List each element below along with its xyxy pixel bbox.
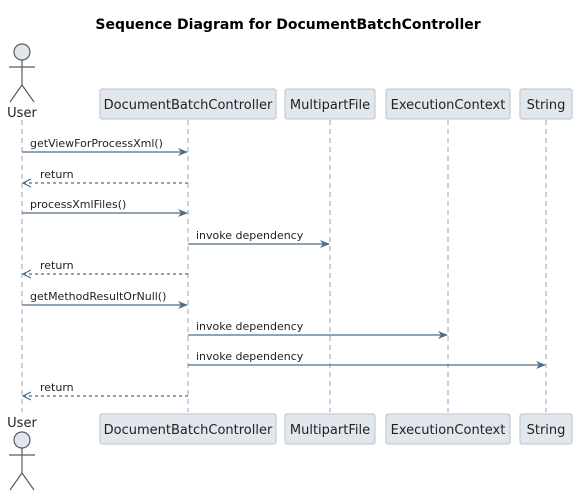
participant-label: ExecutionContext xyxy=(391,423,506,438)
reply-message: return xyxy=(21,259,188,279)
actor-label: User xyxy=(7,106,37,121)
participant-execution-top: ExecutionContext xyxy=(385,88,511,120)
reply-arrowhead xyxy=(21,178,32,188)
participant-heads: DocumentBatchControllerDocumentBatchCont… xyxy=(7,43,573,491)
reply-message: return xyxy=(21,381,188,401)
participant-box xyxy=(519,88,573,120)
call-arrowhead xyxy=(178,301,188,309)
actor-user-top: User xyxy=(7,43,37,121)
call-message: invoke dependency xyxy=(188,229,330,248)
participant-label: DocumentBatchController xyxy=(104,423,273,438)
participant-box xyxy=(284,413,376,445)
user-actor-icon xyxy=(9,431,35,491)
participant-label: DocumentBatchController xyxy=(104,98,273,113)
participant-multipart-bottom: MultipartFile xyxy=(284,413,376,445)
reply-arrowhead xyxy=(21,391,32,401)
message-label: invoke dependency xyxy=(196,320,304,333)
message-label: return xyxy=(40,168,74,181)
participant-label: MultipartFile xyxy=(290,423,370,438)
participant-box xyxy=(284,88,376,120)
reply-message: return xyxy=(21,168,188,188)
call-message: getMethodResultOrNull() xyxy=(22,290,188,309)
message-label: getMethodResultOrNull() xyxy=(30,290,166,303)
message-label: return xyxy=(40,381,74,394)
participant-label: MultipartFile xyxy=(290,98,370,113)
message-label: invoke dependency xyxy=(196,229,304,242)
actor-user-bottom: User xyxy=(7,416,37,491)
call-arrowhead xyxy=(320,240,330,248)
call-arrowhead xyxy=(178,209,188,217)
message-label: return xyxy=(40,259,74,272)
participant-execution-bottom: ExecutionContext xyxy=(385,413,511,445)
message-label: invoke dependency xyxy=(196,350,304,363)
call-arrowhead xyxy=(178,148,188,156)
participant-string-bottom: String xyxy=(519,413,573,445)
user-actor-icon xyxy=(9,43,35,103)
message-label: processXmlFiles() xyxy=(30,198,126,211)
call-message: getViewForProcessXml() xyxy=(22,137,188,156)
participant-box xyxy=(385,88,511,120)
participant-label: String xyxy=(527,98,566,113)
participant-box xyxy=(99,413,277,445)
participant-multipart-top: MultipartFile xyxy=(284,88,376,120)
participant-controller-top: DocumentBatchController xyxy=(99,88,277,120)
call-arrowhead xyxy=(536,361,546,369)
call-message: processXmlFiles() xyxy=(22,198,188,217)
participant-controller-bottom: DocumentBatchController xyxy=(99,413,277,445)
participant-box xyxy=(385,413,511,445)
participant-box xyxy=(99,88,277,120)
diagram-title: Sequence Diagram for DocumentBatchContro… xyxy=(95,17,480,33)
participant-box xyxy=(519,413,573,445)
reply-arrowhead xyxy=(21,269,32,279)
lifelines xyxy=(21,120,547,412)
messages: getViewForProcessXml() return processXmlFi… xyxy=(21,137,546,401)
actor-label: User xyxy=(7,416,37,431)
participant-string-top: String xyxy=(519,88,573,120)
participant-label: ExecutionContext xyxy=(391,98,506,113)
call-message: invoke dependency xyxy=(188,350,546,369)
message-label: getViewForProcessXml() xyxy=(30,137,163,150)
participant-label: String xyxy=(527,423,566,438)
call-message: invoke dependency xyxy=(188,320,448,339)
call-arrowhead xyxy=(438,331,448,339)
